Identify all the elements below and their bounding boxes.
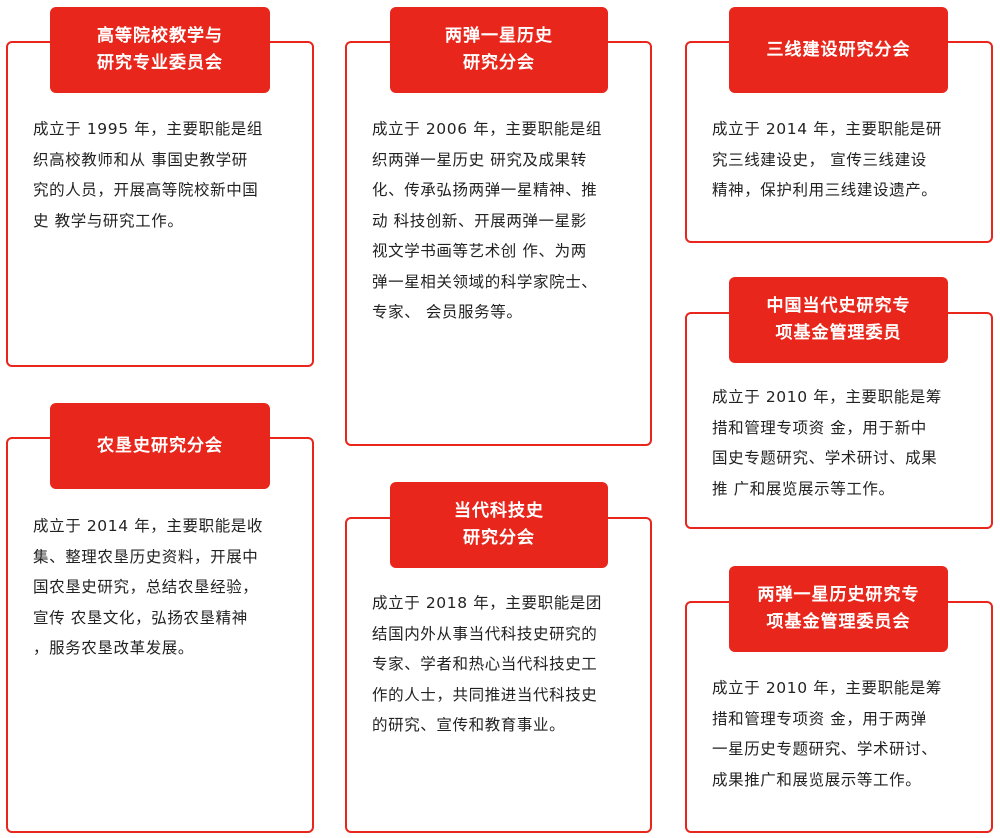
committee-card-contemporary-fund-description: 成立于 2010 年，主要职能是筹 措和管理专项资 金，用于新中 国史专题研究、… [712,388,943,498]
committee-card-land-reclamation-title: 农垦史研究分会 [50,403,270,489]
committee-card-third-front-title: 三线建设研究分会 [729,7,948,93]
committee-card-two-bombs-fund-description: 成立于 2010 年，主要职能是筹 措和管理专项资 金，用于两弹 一星历史专题研… [712,679,943,789]
committee-card-two-bombs-fund-title: 两弹一星历史研究专 项基金管理委员会 [729,566,948,652]
committee-card-contemporary-fund-title: 中国当代史研究专 项基金管理委员 [729,277,948,363]
committee-card-two-bombs-history [345,41,652,446]
committee-card-university [6,41,314,367]
committee-card-science-tech-history-title: 当代科技史 研究分会 [390,482,608,568]
committee-card-science-tech-history-description: 成立于 2018 年，主要职能是团 结国内外从事当代科技史研究的 专家、学者和热… [372,594,603,734]
committee-card-land-reclamation [6,437,314,833]
committee-card-university-description: 成立于 1995 年，主要职能是组 织高校教师和从 事国史教学研 究的人员，开展… [33,120,264,230]
committee-card-university-title: 高等院校教学与 研究专业委员会 [50,7,270,93]
committee-card-two-bombs-history-description: 成立于 2006 年，主要职能是组 织两弹一星历史 研究及成果转 化、传承弘扬两… [372,120,603,321]
committee-card-two-bombs-history-title: 两弹一星历史 研究分会 [390,7,608,93]
committee-card-science-tech-history [345,517,652,833]
committee-card-third-front-description: 成立于 2014 年，主要职能是研 究三线建设史， 宣传三线建设 精神，保护利用… [712,120,943,199]
committee-card-land-reclamation-description: 成立于 2014 年，主要职能是收 集、整理农垦历史资料，开展中 国农垦史研究，… [33,517,264,657]
